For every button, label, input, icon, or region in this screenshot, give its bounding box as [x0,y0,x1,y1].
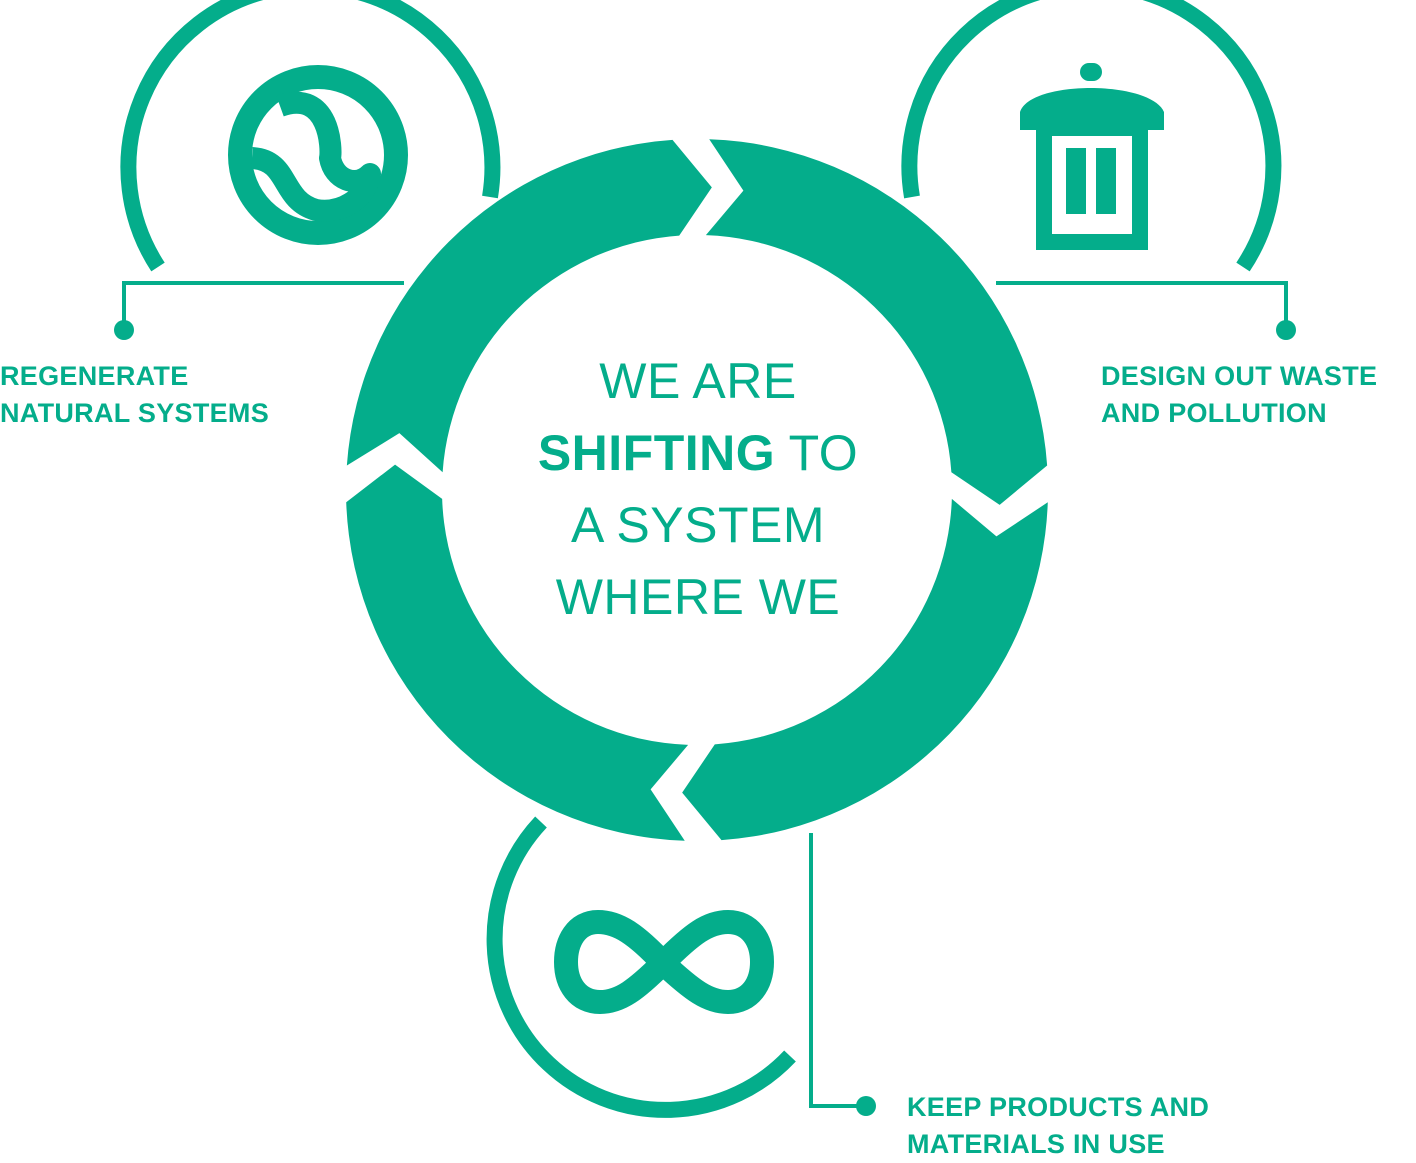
regenerate-ring [120,0,501,272]
cycle-arrow-bottom-left [346,464,689,841]
regenerate-connector [114,281,404,340]
trash-bin-icon [1020,63,1164,250]
waste-label-line-2: AND POLLUTION [1101,398,1327,428]
cycle-arrow-top-left [346,139,712,473]
regenerate-label: REGENERATE NATURAL SYSTEMS [0,358,269,432]
regenerate-label-line-2: NATURAL SYSTEMS [0,398,270,428]
center-line-3: A SYSTEM [570,497,826,553]
center-line-2: SHIFTING TO [498,417,898,489]
waste-label-line-1: DESIGN OUT WASTE [1101,361,1378,391]
infinity-icon [554,910,774,1014]
cycle-arrows [346,139,1048,841]
center-emphasis: SHIFTING [537,425,776,481]
regenerate-label-line-1: REGENERATE [0,361,189,391]
waste-ring [901,0,1282,272]
materials-label-line-1: KEEP PRODUCTS AND [907,1092,1210,1122]
waste-label: DESIGN OUT WASTE AND POLLUTION [1101,358,1377,432]
materials-label: KEEP PRODUCTS AND MATERIALS IN USE [907,1089,1209,1163]
center-line-4: WHERE WE [555,569,841,625]
materials-label-line-2: MATERIALS IN USE [907,1129,1165,1159]
cycle-arrow-top-right [705,139,1048,505]
center-statement: WE ARE SHIFTING TO A SYSTEM WHERE WE [498,345,898,633]
center-line-2-rest: TO [775,425,859,481]
materials-ring [486,816,796,1118]
materials-connector [809,833,876,1116]
center-line-1: WE ARE [599,353,797,409]
waste-connector [996,281,1296,340]
regenerate-swirl-icon [228,65,408,245]
cycle-arrow-bottom-right [682,498,1048,841]
